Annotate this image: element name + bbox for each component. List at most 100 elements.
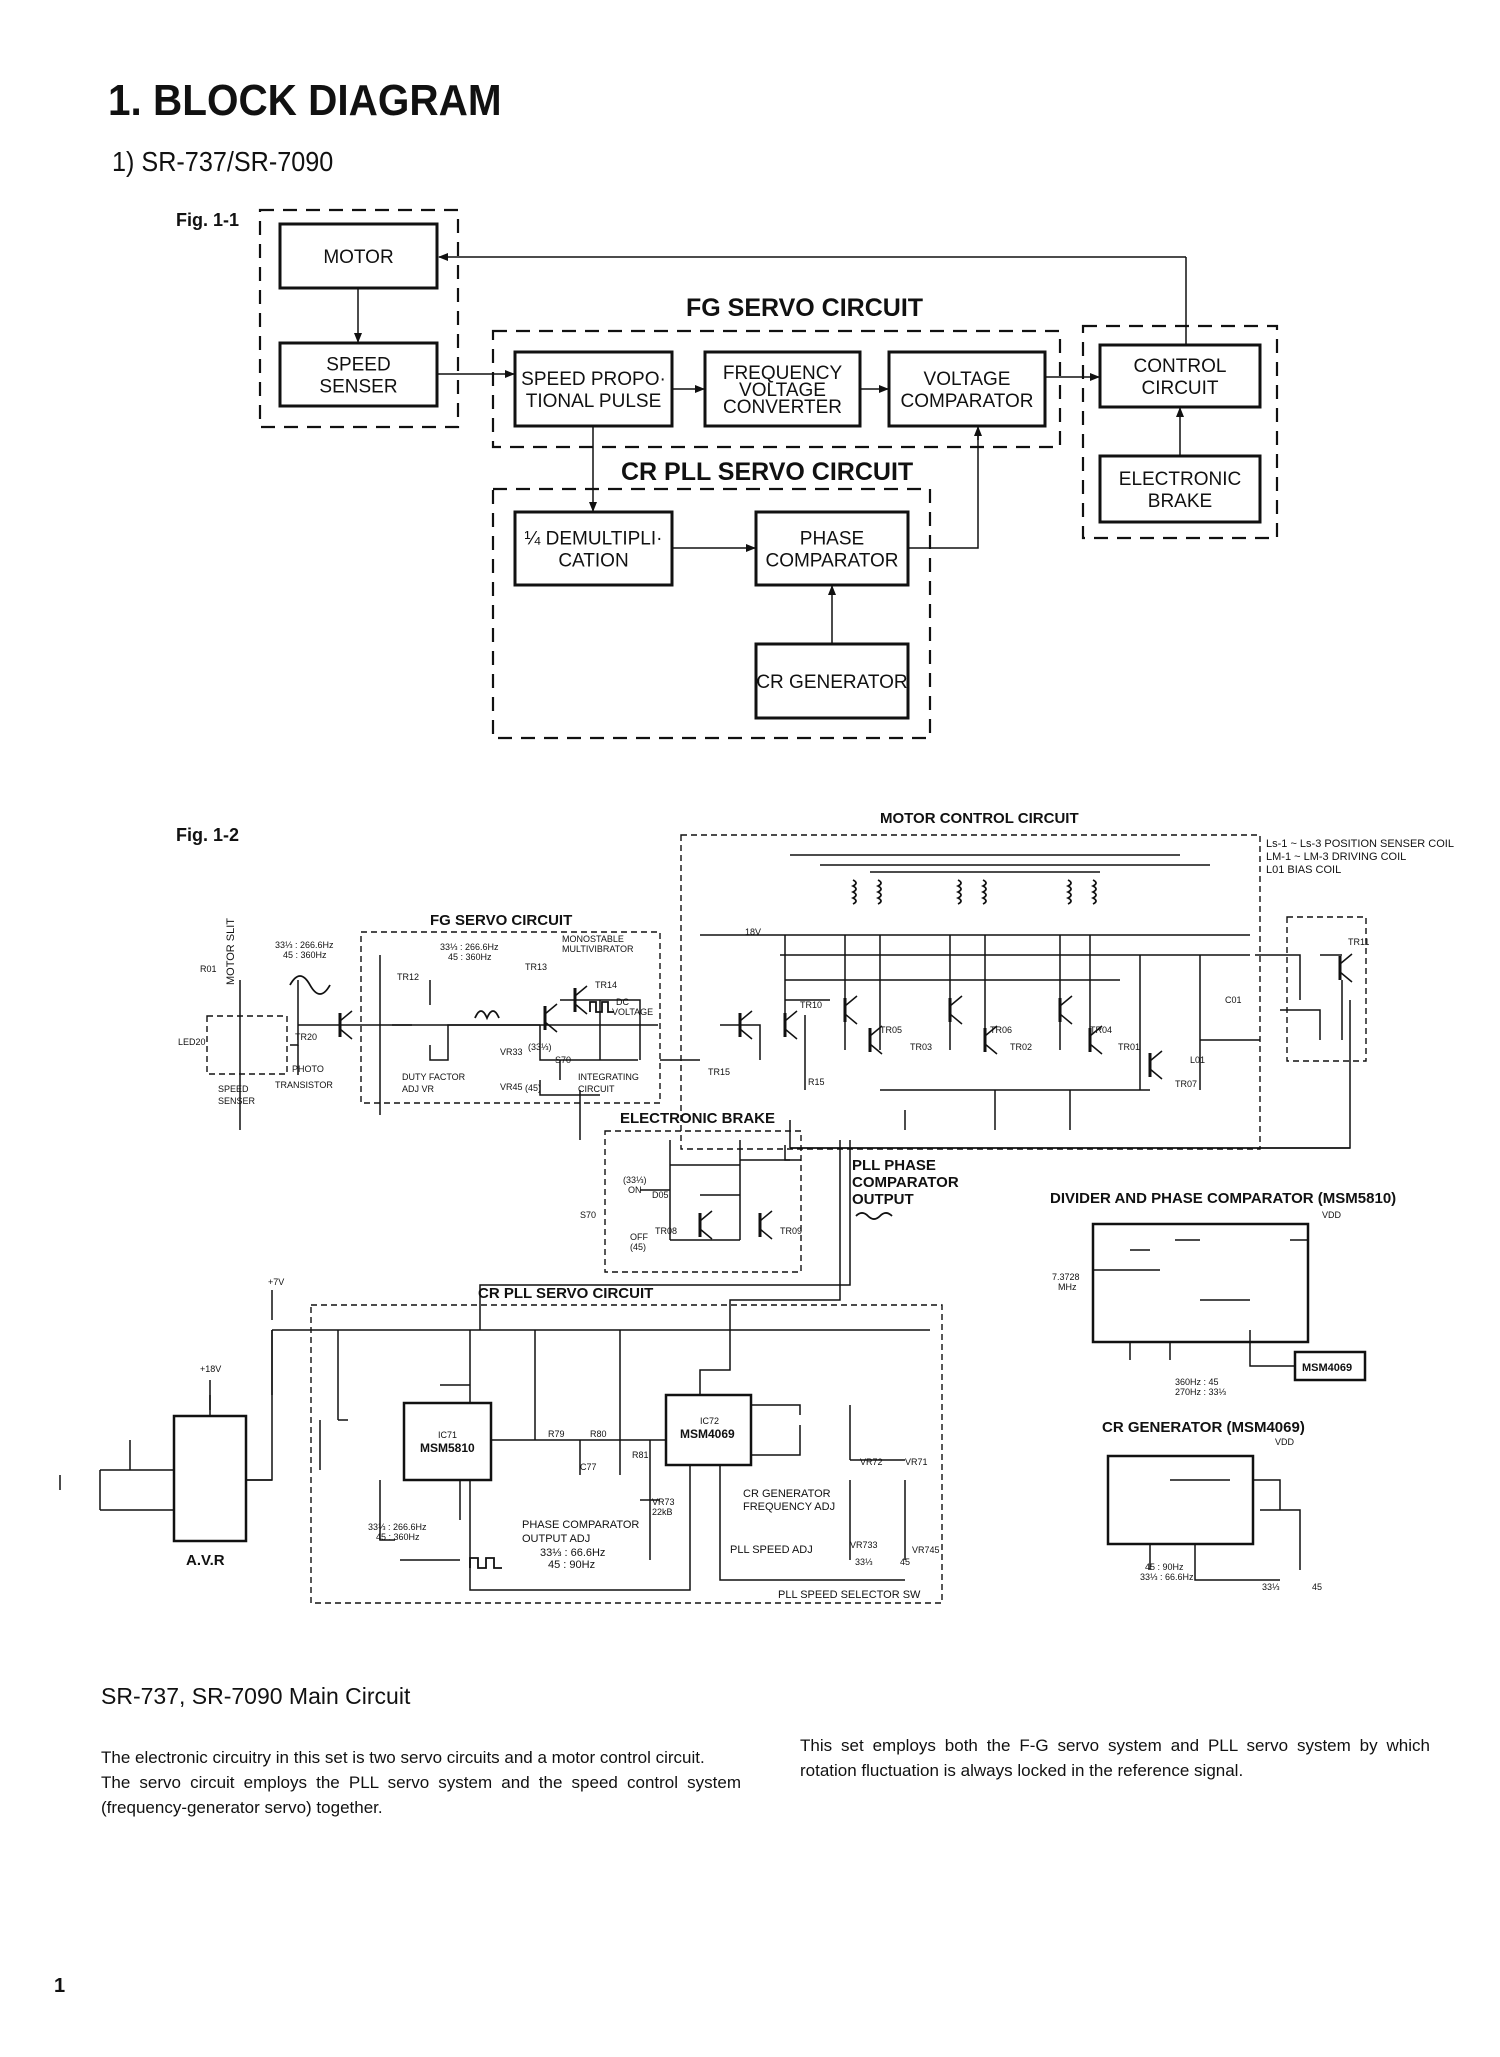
cr-pll-servo-outline-2 — [310, 1304, 943, 1604]
transistor-lead — [1089, 1043, 1103, 1055]
transistor-lead — [869, 1025, 883, 1037]
section-heading: SR-737, SR-7090 Main Circuit — [101, 1683, 411, 1709]
page-title: 1. BLOCK DIAGRAM — [108, 76, 502, 125]
schematic-label: TR06 — [990, 1025, 1012, 1035]
motor-slit-label: MOTOR SLIT — [225, 918, 237, 985]
schematic-label: D05 — [652, 1190, 669, 1200]
msm4069-label: MSM4069 — [680, 1427, 735, 1441]
schematic-label: TR20 — [295, 1032, 317, 1042]
msm5810-label: MSM5810 — [420, 1441, 475, 1455]
description-left: The electronic circuitry in this set is … — [101, 1748, 741, 1817]
legend-position-senser-coil: Ls-1 ~ Ls-3 POSITION SENSER COIL — [1266, 838, 1454, 850]
schematic-label: VR33 — [500, 1047, 523, 1057]
schematic-label: TR05 — [880, 1025, 902, 1035]
coil-legend: Ls-1 ~ Ls-3 POSITION SENSER COIL LM-1 ~ … — [1266, 838, 1454, 876]
schematic-wire — [1249, 1330, 1295, 1367]
schematic-wire — [469, 1465, 691, 1591]
avr-label: A.V.R — [186, 1552, 225, 1569]
block-frame — [1098, 343, 1262, 409]
pll-phase-line-3: OUTPUT — [852, 1191, 914, 1208]
transistor-lead — [1149, 1068, 1163, 1080]
transistor-lead — [1339, 953, 1353, 965]
block-label-line: TIONAL PULSE — [526, 391, 662, 412]
transistor-lead — [784, 1010, 798, 1022]
fg-servo-outline-2 — [360, 931, 661, 1104]
schematic-label: R79 — [548, 1429, 565, 1439]
block-label-line: PHASE — [800, 529, 864, 550]
block-frame — [278, 222, 439, 290]
schematic-label: CR GENERATOR — [743, 1488, 831, 1500]
schematic-wire — [720, 1024, 761, 1060]
msm4069-detail-chip — [1106, 1454, 1255, 1546]
ic72-label: IC72 — [700, 1416, 719, 1426]
ic71-label: IC71 — [438, 1430, 457, 1440]
cr-gen-title: CR GENERATOR (MSM4069) — [1102, 1419, 1305, 1436]
block-frame — [278, 341, 439, 408]
divider-title: DIVIDER AND PHASE COMPARATOR (MSM5810) — [1050, 1190, 1396, 1207]
block-cr-generator: CR GENERATOR — [754, 642, 910, 720]
schematic-wires — [59, 854, 1353, 1591]
transistor-lead — [1059, 1013, 1073, 1025]
fg-servo-title: FG SERVO CIRCUIT — [686, 294, 923, 322]
block-label-line: FREQUENCY — [723, 363, 843, 384]
ic72-msm4069 — [664, 1393, 753, 1467]
schematic-label: S70 — [580, 1210, 596, 1220]
transistor-lead — [1149, 1050, 1163, 1062]
schematic-label: +18V — [200, 1364, 221, 1374]
msm5810-detail-chip — [1091, 1222, 1310, 1344]
schematic-label: PHOTO — [292, 1064, 324, 1074]
schematic-label: +7V — [268, 1277, 284, 1287]
sine-wave-icon — [289, 975, 331, 995]
schematic-label: TR14 — [595, 980, 617, 990]
schematic-label: DC — [616, 997, 629, 1007]
block-label-line: ¼ DEMULTIPLI· — [525, 529, 663, 550]
transistor-lead — [1059, 995, 1073, 1007]
block-frame — [703, 350, 862, 428]
msm4069-ref-box — [1293, 1350, 1367, 1382]
schematic-label: VR72 — [860, 1457, 883, 1467]
schematic-wire — [751, 1425, 801, 1456]
schematic-label: 45 : 360Hz — [283, 950, 327, 960]
schematic-label: VR73 — [652, 1497, 675, 1507]
schematic-label: (45) — [630, 1242, 646, 1252]
schematic-label: ON — [628, 1185, 642, 1195]
schematic-wire — [1194, 1544, 1280, 1581]
transistor-lead — [339, 1010, 353, 1022]
block-motor: MOTOR — [278, 222, 439, 290]
fig-1-1-label: Fig. 1-1 — [176, 210, 240, 230]
schematic-wire — [560, 999, 641, 1060]
schematic-label: OFF — [630, 1232, 648, 1242]
transistor-lead — [844, 995, 858, 1007]
sine-wave-icon — [855, 1212, 893, 1220]
pll-phase-output-label: PLL PHASE COMPARATOR OUTPUT — [852, 1157, 959, 1220]
block-frame — [1098, 454, 1262, 524]
transistor-lead — [699, 1210, 713, 1222]
schematic-label: R80 — [590, 1429, 607, 1439]
schematic-wire — [1253, 1479, 1281, 1510]
block-label-line: VOLTAGE — [924, 369, 1011, 390]
electronic-brake-outline — [604, 1130, 802, 1273]
schematic-label: VDD — [1322, 1210, 1342, 1220]
description-right: This set employs both the F-G servo syst… — [800, 1736, 1430, 1780]
block-frame — [513, 350, 674, 428]
page-number: 1 — [54, 1975, 66, 1997]
schematic-label: 33⅓ — [1262, 1582, 1280, 1592]
transistor-lead — [784, 1028, 798, 1040]
block-label-line: ELECTRONIC — [1119, 469, 1241, 490]
schematic-wire — [1260, 1509, 1301, 1570]
schematic-label: (33⅓) — [528, 1042, 552, 1052]
transistor-lead — [844, 1013, 858, 1025]
transistor-lead — [1089, 1025, 1103, 1037]
msm4069-ref-label: MSM4069 — [1302, 1362, 1352, 1374]
schematic-label: VR71 — [905, 1457, 928, 1467]
schematic-label: R01 — [200, 964, 217, 974]
transistor-lead — [699, 1228, 713, 1240]
schematic-label: 270Hz : 33⅓ — [1175, 1387, 1227, 1397]
schematic-wire — [429, 1024, 500, 1061]
square-wave-icon — [469, 1557, 502, 1569]
schematic-label: LED20 — [178, 1037, 206, 1047]
cr-pll-servo-title-2: CR PLL SERVO CIRCUIT — [478, 1285, 653, 1302]
